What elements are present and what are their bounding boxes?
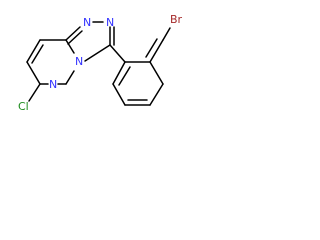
bond: [67, 30, 83, 45]
bond: [28, 83, 41, 102]
bond: [112, 83, 126, 106]
atom-n-top-left: N: [83, 16, 91, 29]
bond: [26, 61, 41, 85]
bond: [65, 39, 75, 54]
atom-n-ring: N: [49, 78, 57, 91]
structure-canvas: N N N N Br Cl: [0, 0, 216, 130]
atom-n-top-right: N: [106, 16, 114, 29]
molecule-diagram: N N N N Br Cl: [18, 13, 183, 113]
bond: [31, 44, 44, 64]
bond: [109, 44, 126, 63]
bond: [118, 66, 131, 86]
bond: [149, 61, 164, 85]
bond: [65, 26, 81, 41]
atom-bromine: Br: [170, 13, 183, 26]
bond: [149, 39, 164, 63]
bond: [26, 39, 41, 63]
bond: [162, 27, 171, 41]
bond: [84, 44, 111, 62]
atom-chlorine: Cl: [18, 100, 29, 113]
bond: [112, 61, 126, 85]
bond: [145, 38, 158, 58]
atom-n-bridge: N: [75, 55, 83, 68]
bond: [65, 70, 75, 85]
bond: [149, 83, 164, 106]
